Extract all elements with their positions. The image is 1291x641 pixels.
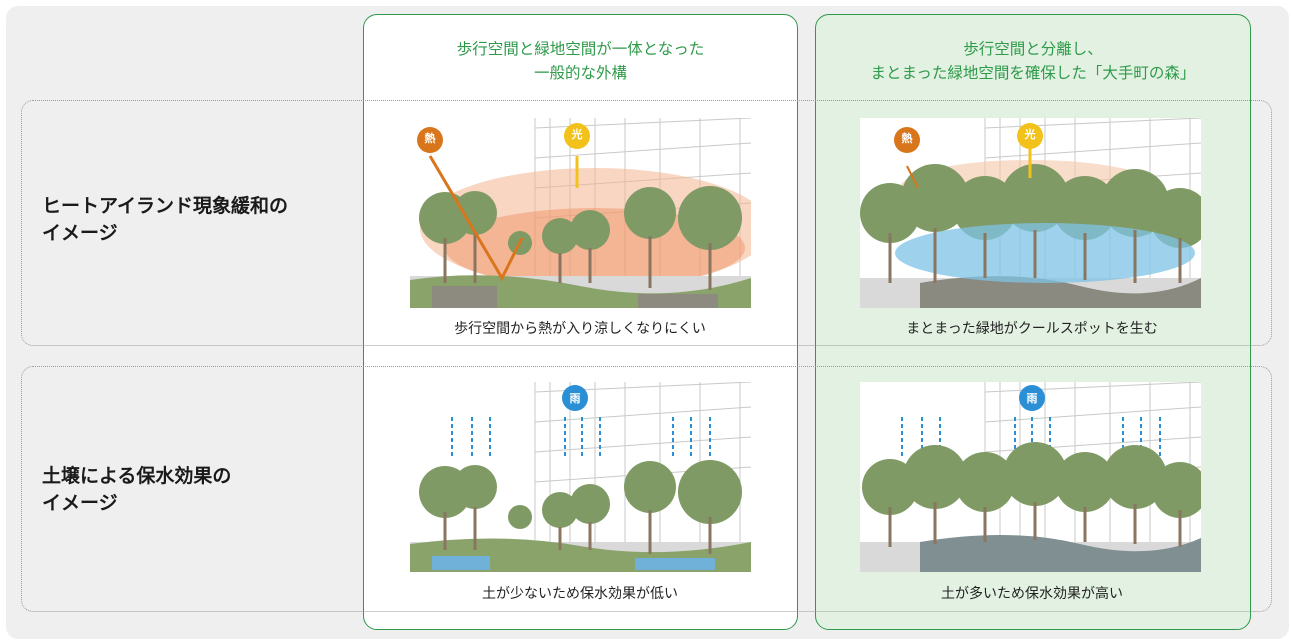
caption-forest-heat: まとまった緑地がクールスポットを生む: [906, 321, 1158, 337]
illustration-general-rain: [410, 382, 751, 572]
rain-badge: 雨: [569, 392, 581, 405]
illustration-forest-rain: [860, 382, 1201, 572]
caption-general-heat: 歩行空間から熱が入り涼しくなりにくい: [454, 321, 706, 337]
row-heat-island: [21, 100, 1272, 346]
light-badge: 光: [1024, 128, 1036, 141]
illustration-forest-heat: [860, 118, 1201, 308]
illustration-general-heat: [410, 118, 751, 308]
column-title-general: 歩行空間と緑地空間が一体となった 一般的な外構: [456, 40, 705, 82]
heat-badge: 熱: [424, 132, 436, 145]
row-water-retention: [21, 366, 1272, 612]
rain-badge: 雨: [1026, 392, 1038, 405]
heat-badge: 熱: [901, 132, 913, 145]
row-label-water-retention: 土壌による保水効果の イメージ: [42, 465, 232, 514]
row-label-heat-island: ヒートアイランド現象緩和の イメージ: [42, 195, 289, 244]
column-title-otemachi: 歩行空間と分離し、 まとまった緑地空間を確保した「大手町の森」: [870, 40, 1196, 82]
light-badge: 光: [571, 128, 583, 141]
caption-general-rain: 土が少ないため保水効果が低い: [482, 586, 678, 602]
caption-forest-rain: 土が多いため保水効果が高い: [941, 586, 1123, 602]
